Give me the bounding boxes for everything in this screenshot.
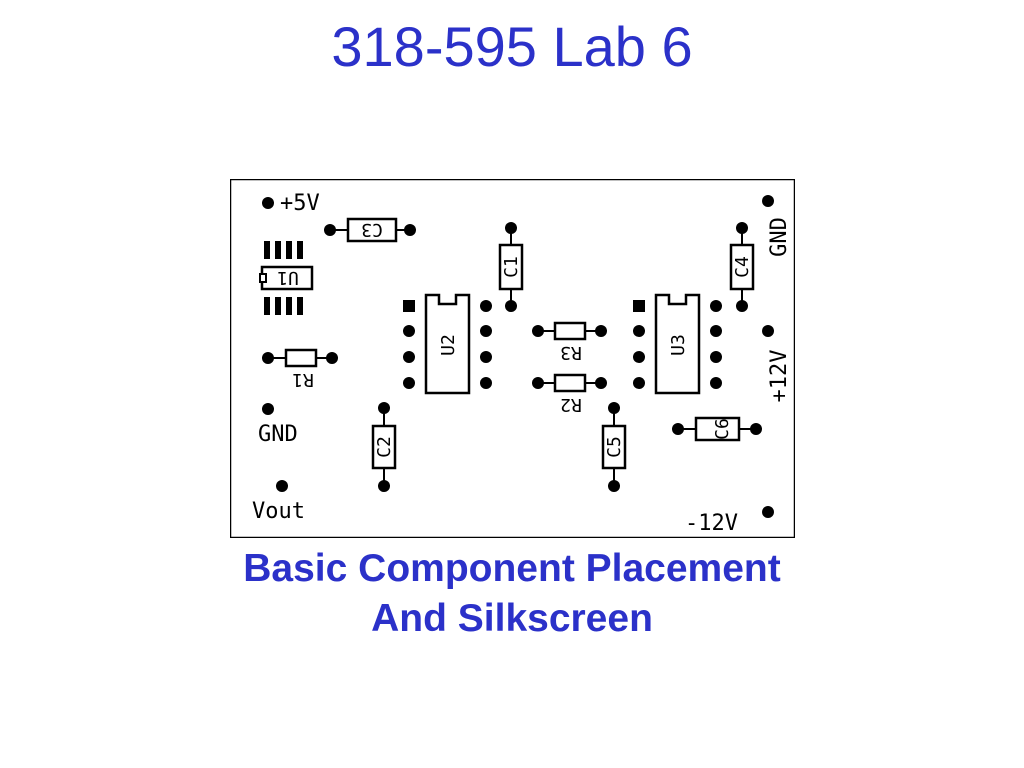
slide-title: 318-595 Lab 6 <box>331 15 693 78</box>
label-r2: R2 <box>560 394 582 415</box>
label-c5: C5 <box>604 436 625 458</box>
pad-minus12v <box>762 506 774 518</box>
pad-plus5v <box>262 197 274 209</box>
label-c3: C3 <box>361 219 383 240</box>
component-r3: R3 <box>532 321 607 363</box>
pad-plus12v <box>762 325 774 337</box>
component-u3: U3 <box>633 293 722 395</box>
label-gnd-right: GND <box>767 217 792 257</box>
label-u3: U3 <box>668 334 689 356</box>
label-c1: C1 <box>501 256 522 278</box>
label-gnd-left: GND <box>258 422 298 447</box>
component-u1: U1 <box>259 241 314 315</box>
component-u2: U2 <box>403 293 492 395</box>
caption-line-1: Basic Component Placement <box>243 547 781 590</box>
label-c6: C6 <box>712 418 733 440</box>
label-r1: R1 <box>292 369 314 390</box>
component-r1: R1 <box>262 348 338 390</box>
label-u2: U2 <box>438 334 459 356</box>
pad-vout <box>276 480 288 492</box>
pad-gnd-right <box>762 195 774 207</box>
component-c6: C6 <box>672 416 762 442</box>
slide-caption: Basic Component Placement And Silkscreen <box>0 544 1024 644</box>
caption-line-2: And Silkscreen <box>371 597 653 640</box>
component-c2: C2 <box>371 402 397 492</box>
label-u1: U1 <box>277 267 299 288</box>
label-r3: R3 <box>560 342 582 363</box>
label-minus12v: -12V <box>685 511 738 536</box>
component-c1: C1 <box>498 222 524 312</box>
label-c4: C4 <box>732 256 753 278</box>
component-c4: C4 <box>729 222 755 312</box>
label-plus5v: +5V <box>280 191 320 216</box>
component-c3: C3 <box>324 217 416 243</box>
label-c2: C2 <box>374 436 395 458</box>
pad-gnd-left <box>262 403 274 415</box>
label-vout: Vout <box>252 499 305 524</box>
component-r2: R2 <box>532 373 607 415</box>
label-plus12v: +12V <box>767 350 792 403</box>
pcb-layout-diagram: +5V C3 U1 <box>230 179 795 538</box>
component-c5: C5 <box>601 402 627 492</box>
